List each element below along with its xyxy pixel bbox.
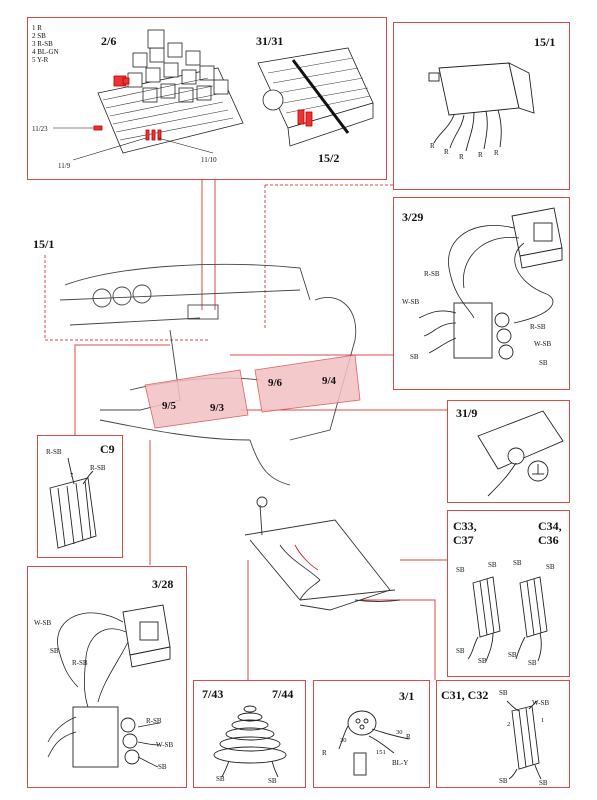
c31-wire-label-sb: SB	[539, 779, 548, 787]
wire-label-sb-right: SB	[158, 763, 167, 771]
sensor-label-30: 30	[396, 729, 403, 736]
wire-label-w-sb-right: W-SB	[156, 741, 174, 749]
relay-wire-label: R	[494, 149, 499, 157]
legend-line: 4 BL-GN	[32, 48, 59, 56]
wire-label-w-sb-right: W-SB	[534, 340, 552, 348]
c31-pin-label: 2	[507, 721, 511, 728]
floor-area-label: 9/4	[322, 375, 337, 387]
connector-wire-label: SB	[478, 657, 487, 665]
ref-2-6-label: 2/6	[101, 34, 117, 48]
panel-title-3-1: 3/1	[399, 689, 415, 703]
relay-wire-label: R	[459, 153, 464, 161]
connector-wire-label: SB	[508, 651, 517, 659]
fusebox-panel: 1 R 2 SB 3 R-SB 4 BL-GN 5 Y-R 2/6 31/31 …	[27, 17, 387, 180]
wire-label-sb-right: SB	[539, 359, 548, 367]
side-label-15-1: 15/1	[33, 237, 55, 251]
ref-15-2-label: 15/2	[318, 151, 340, 165]
relay-drawing	[428, 62, 535, 152]
ref-11-10-label: 11/10	[201, 156, 217, 164]
connector-wire-label: SB	[528, 659, 537, 667]
ref-11-23-label: 11/23	[32, 125, 48, 133]
fusebox-drawing	[53, 29, 374, 161]
heater-wire-label: SB	[216, 775, 225, 783]
c31-pin-label: 1	[541, 717, 545, 724]
legend-line: 1 R	[32, 24, 42, 32]
wire-label-r-sb-right: R-SB	[530, 323, 546, 331]
sensor-panel-3-1: 3/1 30 R 30 R 151 BL-Y	[313, 680, 430, 788]
title-c36: C36	[538, 533, 559, 547]
floor-area-label: 9/6	[268, 377, 283, 389]
ground-panel-31-9: 31/9	[447, 400, 570, 503]
sensor-drawing	[338, 710, 410, 776]
panel-title-31-9: 31/9	[456, 406, 478, 420]
ref-11-9-label: 11/9	[58, 162, 71, 170]
c31-drawing	[506, 700, 542, 780]
floor-area-label: 9/3	[210, 402, 225, 414]
connector-wire-label: SB	[546, 563, 555, 571]
c31-wire-label-w-sb: W-SB	[532, 699, 550, 707]
sensor-label-r: R	[322, 749, 327, 757]
title-c33: C33,	[453, 519, 477, 533]
title-c37: C37	[453, 533, 474, 547]
sensor-label-151: 151	[376, 749, 386, 756]
wire-label-r-sb: R-SB	[72, 659, 88, 667]
ref-31-31-label: 31/31	[256, 34, 284, 48]
c31-wire-label-sb: SB	[499, 689, 508, 697]
title-7-43: 7/43	[202, 687, 224, 701]
c9-drawing	[49, 457, 97, 549]
panel-title-c31-c32: C31, C32	[441, 688, 489, 702]
panel-title-c9: C9	[100, 442, 115, 456]
floor-area-label: 9/5	[162, 400, 177, 412]
relay-panel-title: 15/1	[534, 35, 556, 49]
heater-coil-drawing	[213, 705, 287, 778]
wire-label-r-sb-right: R-SB	[146, 717, 162, 725]
connector-wire-label: SB	[513, 559, 522, 567]
legend-line: 5 Y-R	[32, 56, 49, 64]
legend-line: 3 R-SB	[32, 40, 53, 48]
panel-title-3-29: 3/29	[402, 210, 424, 224]
ground-drawing	[477, 410, 564, 497]
sensor-label-r: R	[406, 733, 411, 741]
c9-wire-label: R-SB	[90, 464, 106, 472]
switch-3-28-drawing	[47, 604, 171, 768]
connector-wire-label: SB	[456, 647, 465, 655]
wire-label-sb: SB	[410, 353, 419, 361]
legend-line: 2 SB	[32, 32, 46, 40]
seat-switch-panel-3-29: 3/29 R-SB W-SB SB R-SB W-SB SB	[393, 197, 570, 390]
connector-panel-c33-c34: C33, C37 C34, C36 SB SB SB SB SB SB SB S…	[447, 510, 570, 677]
connector-drawing	[467, 576, 548, 662]
c9-wire-label: R-SB	[46, 448, 62, 456]
sensor-label-30: 30	[340, 737, 347, 744]
relay-wire-label: R	[444, 148, 449, 156]
seat-switch-drawing	[418, 207, 563, 360]
heater-panel: 7/43 7/44 SB SB	[193, 680, 306, 788]
wire-label-w-sb: W-SB	[34, 619, 52, 627]
panel-title-3-28: 3/28	[152, 577, 174, 591]
title-7-44: 7/44	[272, 687, 294, 701]
c9-panel: C9 R-SB R-SB 8 7	[37, 435, 123, 558]
switch-panel-3-28: 3/28 W-SB SB R-SB R-SB W-	[27, 566, 187, 788]
relay-panel: 15/1 R R R R R	[393, 22, 570, 190]
relay-wire-label: R	[478, 151, 483, 159]
wire-label-r-sb: R-SB	[424, 270, 440, 278]
connector-wire-label: SB	[456, 566, 465, 574]
title-c34: C34,	[538, 519, 562, 533]
c31-c32-panel: C31, C32 SB W-SB 2 1 SB SB	[436, 680, 570, 788]
relay-wire-label: R	[430, 142, 435, 150]
heater-wire-label: SB	[268, 777, 277, 785]
wire-label-sb: SB	[50, 647, 59, 655]
connector-wire-label: SB	[488, 561, 497, 569]
c31-wire-label-sb: SB	[499, 777, 508, 785]
sensor-label-bl-y: BL-Y	[392, 759, 409, 767]
wire-label-w-sb: W-SB	[402, 298, 420, 306]
